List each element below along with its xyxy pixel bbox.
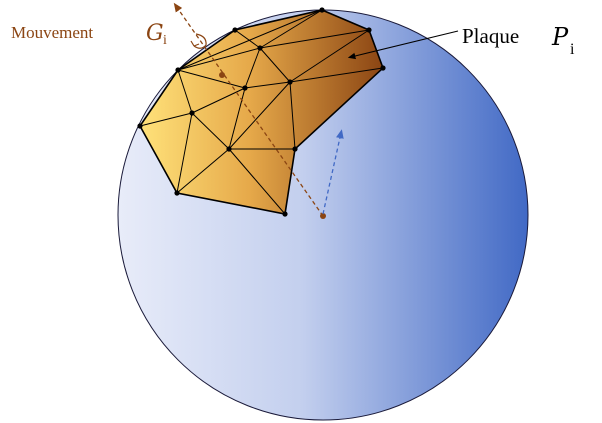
movement-axis xyxy=(173,2,324,217)
plate-rotation-point xyxy=(219,72,225,78)
rotation-arrow-icon xyxy=(190,33,207,49)
movement-symbol: G xyxy=(146,21,164,46)
plate-symbol: P xyxy=(551,23,569,51)
plate-subscript: i xyxy=(570,41,575,58)
plate-label: Plaque P i xyxy=(462,23,575,58)
plate-label-text: Plaque xyxy=(462,24,519,48)
sphere-center-point xyxy=(320,213,326,219)
plate-label-pointer xyxy=(347,30,459,60)
movement-label: Mouvement G i xyxy=(11,21,167,48)
mesh-vertices xyxy=(137,7,386,217)
movement-subscript: i xyxy=(163,33,167,48)
movement-label-text: Mouvement xyxy=(11,23,93,42)
plate-mesh xyxy=(139,9,384,215)
